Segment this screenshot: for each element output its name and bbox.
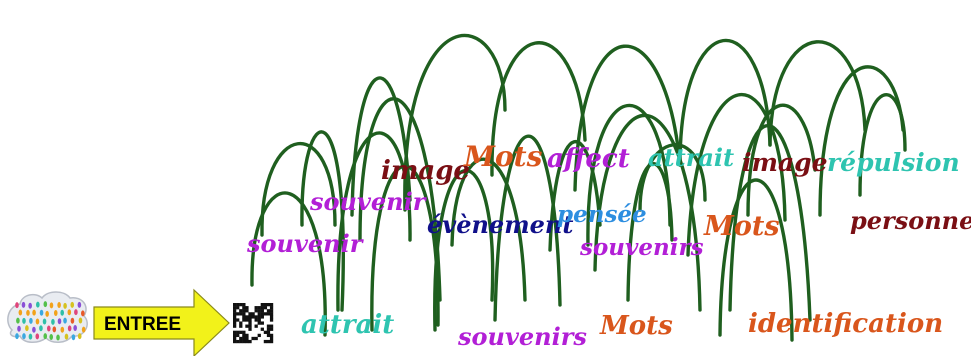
word: pensée [557, 203, 647, 226]
word: souvenir [247, 232, 362, 256]
word: souvenir [310, 190, 425, 214]
cloud-icon [8, 292, 87, 342]
word: personne [850, 209, 971, 233]
entree-arrow[interactable]: ENTREE [94, 290, 229, 356]
word: identification [748, 311, 943, 337]
word: affect [547, 146, 630, 172]
word: souvenirs [580, 236, 704, 259]
word: souvenirs [458, 325, 587, 349]
word: Mots [600, 313, 673, 339]
arch [770, 42, 865, 145]
arch [435, 170, 493, 330]
word: Mots [704, 213, 780, 240]
word: image [742, 150, 828, 175]
word: attrait [648, 146, 734, 170]
word: répulsion [827, 150, 960, 175]
word: image [381, 158, 470, 184]
word: attrait [301, 312, 394, 338]
entree-label: ENTREE [104, 314, 181, 335]
arch [860, 95, 905, 195]
arch [628, 164, 672, 300]
word: évènement [427, 213, 573, 237]
word: Mots [464, 143, 542, 171]
qr-code-icon [233, 303, 273, 343]
